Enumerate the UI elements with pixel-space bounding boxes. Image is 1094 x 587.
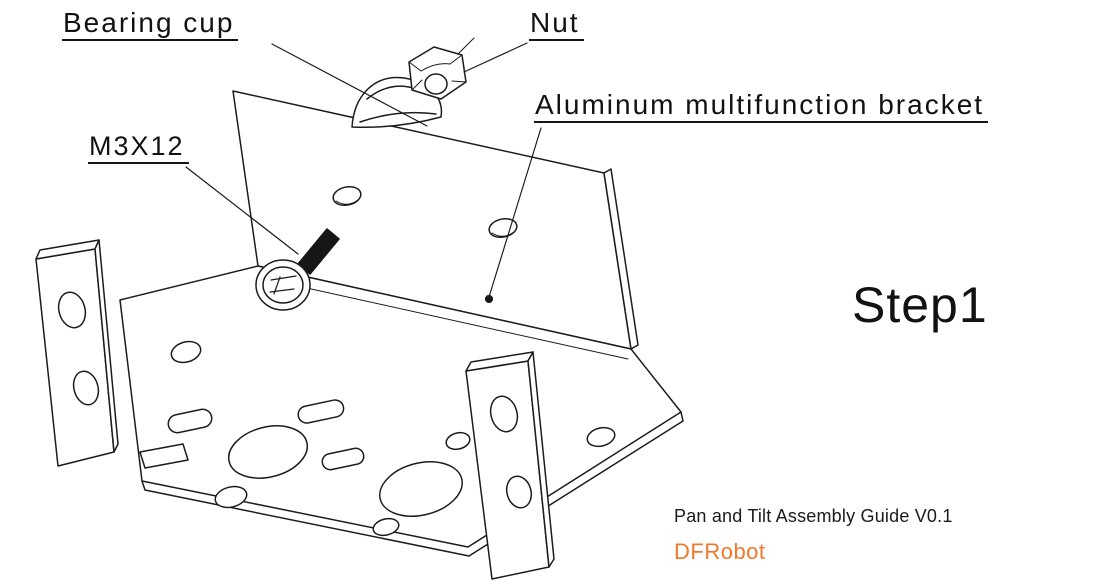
label-aluminum-bracket: Aluminum multifunction bracket: [534, 90, 989, 124]
left-mount-bracket: [35, 239, 119, 467]
front-mount-bracket: [465, 351, 555, 580]
leader-lines: [185, 42, 542, 304]
leader-nut: [463, 42, 528, 73]
label-bearing-cup: Bearing cup: [62, 8, 239, 42]
leader-bracket-dot: [484, 294, 494, 304]
nut: [408, 37, 475, 100]
leader-bracket: [488, 127, 542, 298]
vertical-plate: [232, 90, 639, 350]
leader-screw: [185, 166, 299, 255]
step-title: Step1: [852, 277, 988, 333]
guide-title: Pan and Tilt Assembly Guide V0.1: [674, 506, 953, 526]
label-nut: Nut: [529, 8, 584, 42]
m3x12-screw: [255, 228, 340, 311]
brand-name: DFRobot: [674, 539, 766, 564]
leader-bearing-cup: [271, 43, 428, 127]
label-m3x12: M3X12: [88, 132, 189, 165]
